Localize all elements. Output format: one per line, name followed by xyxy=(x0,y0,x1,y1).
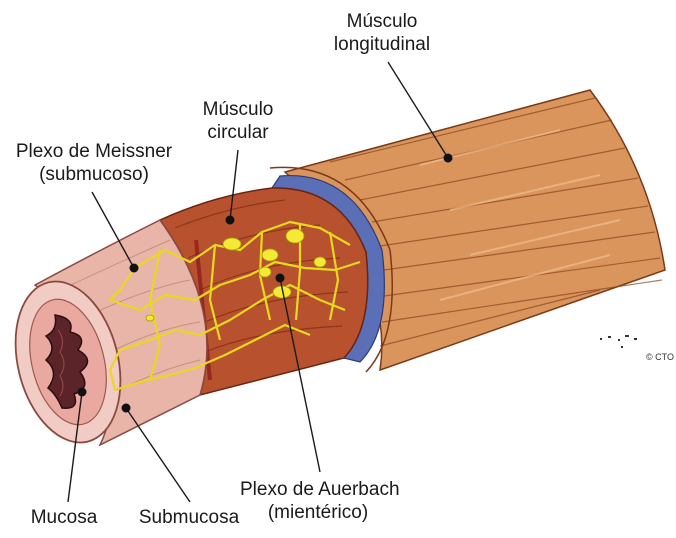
label-line: circular xyxy=(188,121,288,144)
label-line: Plexo de Auerbach xyxy=(240,478,396,501)
label-line: Plexo de Meissner xyxy=(8,140,180,163)
speckle-marks xyxy=(600,335,637,348)
label-line: (submucoso) xyxy=(8,163,180,186)
label-musculo-longitudinal: Músculo longitudinal xyxy=(322,10,442,56)
copyright-notice: © CTO xyxy=(646,352,674,362)
label-musculo-circular: Músculo circular xyxy=(188,98,288,144)
label-plexo-auerbach: Plexo de Auerbach (mientérico) xyxy=(240,478,396,524)
label-line: (mientérico) xyxy=(240,501,396,524)
label-line: Músculo xyxy=(322,10,442,33)
leader-submucosa xyxy=(126,408,190,502)
label-plexo-meissner: Plexo de Meissner (submucoso) xyxy=(8,140,180,186)
label-mucosa: Mucosa xyxy=(22,506,106,529)
label-submucosa: Submucosa xyxy=(132,506,246,529)
label-line: longitudinal xyxy=(322,33,442,56)
label-line: Músculo xyxy=(188,98,288,121)
